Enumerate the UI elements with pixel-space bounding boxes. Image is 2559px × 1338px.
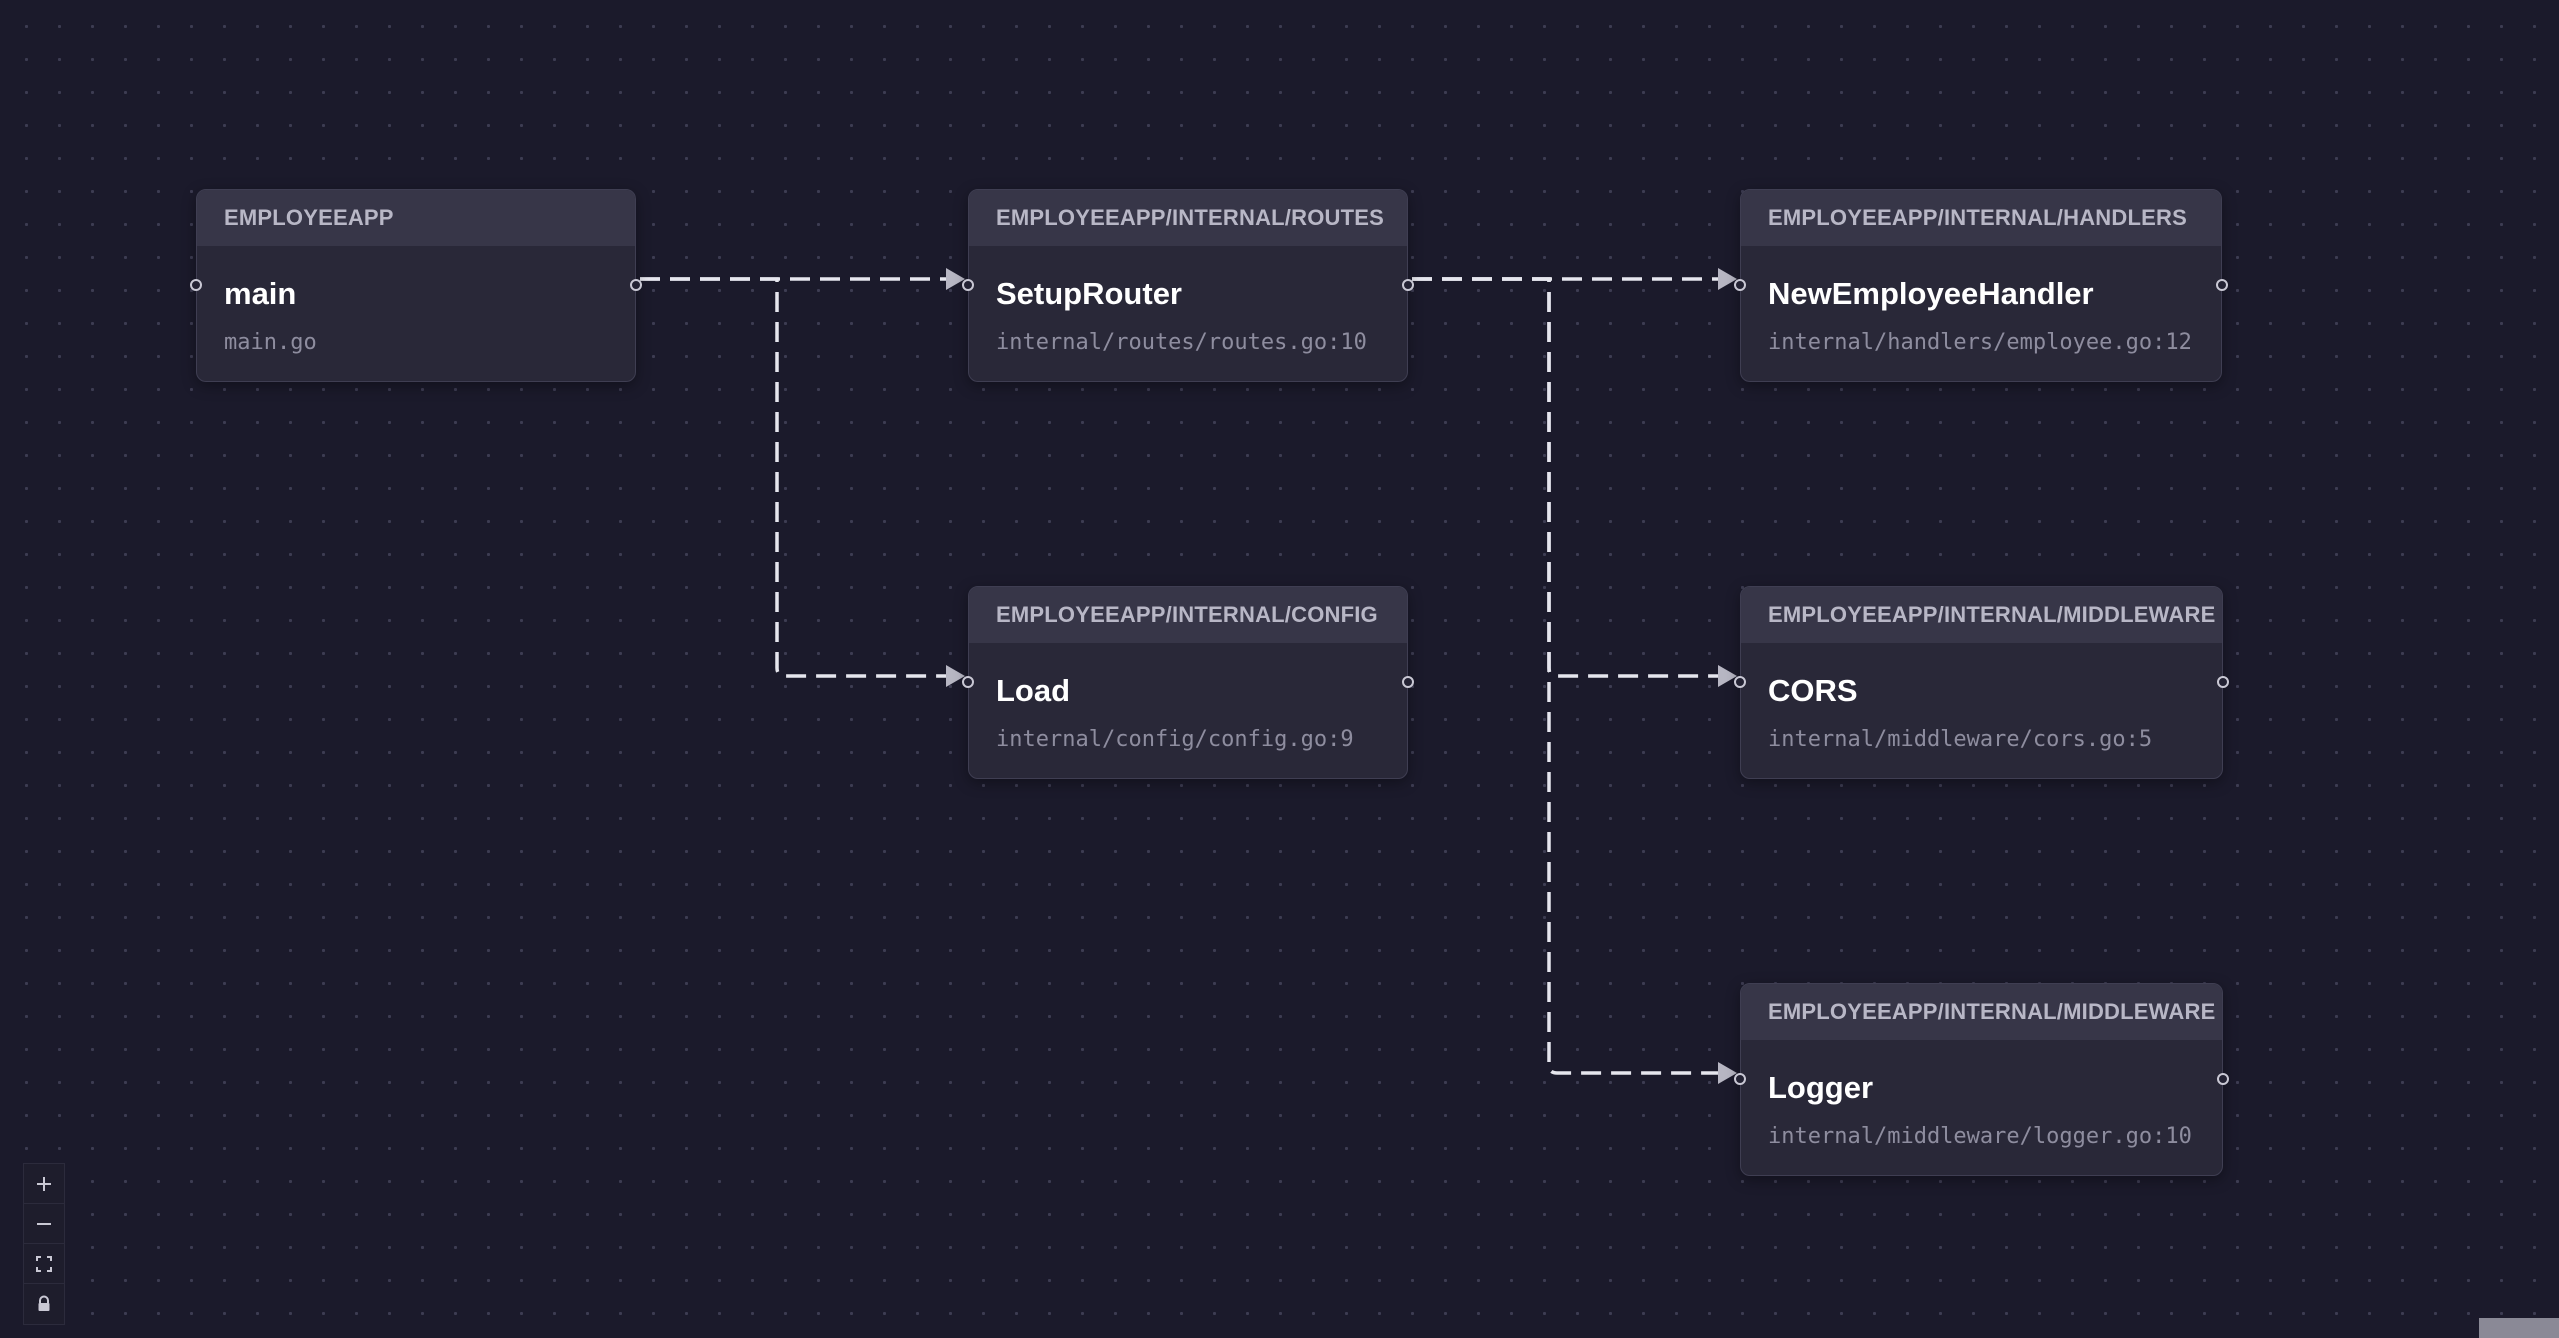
edge-setuprouter-to-cors[interactable] xyxy=(1412,277,1726,678)
node-function-name: NewEmployeeHandler xyxy=(1768,276,2094,311)
target-handle[interactable] xyxy=(1734,1073,1746,1085)
node-function-name: Load xyxy=(996,673,1071,708)
node-load[interactable]: EMPLOYEEAPP/INTERNAL/CONFIG Load interna… xyxy=(968,586,1408,779)
node-package-label: EMPLOYEEAPP xyxy=(197,190,635,246)
source-handle[interactable] xyxy=(2217,676,2229,688)
node-file-path: internal/middleware/logger.go:10 xyxy=(1768,1124,2192,1149)
node-newemployeehandler[interactable]: EMPLOYEEAPP/INTERNAL/HANDLERS NewEmploye… xyxy=(1740,189,2222,382)
node-cors[interactable]: EMPLOYEEAPP/INTERNAL/MIDDLEWARE CORS int… xyxy=(1740,586,2223,779)
node-package-label: EMPLOYEEAPP/INTERNAL/HANDLERS xyxy=(1741,190,2221,246)
source-handle[interactable] xyxy=(2217,1073,2229,1085)
node-logger[interactable]: EMPLOYEEAPP/INTERNAL/MIDDLEWARE Logger i… xyxy=(1740,983,2223,1176)
target-handle[interactable] xyxy=(962,676,974,688)
node-function-name: Logger xyxy=(1768,1070,1874,1105)
attribution-badge xyxy=(2479,1318,2559,1338)
lock-button[interactable] xyxy=(24,1284,64,1324)
fit-view-icon xyxy=(36,1255,52,1272)
node-package-label: EMPLOYEEAPP/INTERNAL/MIDDLEWARE xyxy=(1741,587,2222,643)
edge-main-to-load[interactable] xyxy=(640,277,954,678)
minus-icon xyxy=(37,1222,51,1225)
node-function-name: main xyxy=(224,276,297,311)
target-handle[interactable] xyxy=(962,279,974,291)
source-handle[interactable] xyxy=(630,279,642,291)
node-setuprouter[interactable]: EMPLOYEEAPP/INTERNAL/ROUTES SetupRouter … xyxy=(968,189,1408,382)
node-file-path: internal/config/config.go:9 xyxy=(996,727,1354,752)
source-handle[interactable] xyxy=(1402,279,1414,291)
flow-controls xyxy=(23,1163,65,1325)
node-file-path: internal/handlers/employee.go:12 xyxy=(1768,330,2192,355)
zoom-in-button[interactable] xyxy=(24,1164,64,1204)
fit-view-button[interactable] xyxy=(24,1244,64,1284)
node-package-label: EMPLOYEEAPP/INTERNAL/ROUTES xyxy=(969,190,1407,246)
node-file-path: main.go xyxy=(224,330,317,355)
target-handle[interactable] xyxy=(190,279,202,291)
node-package-label: EMPLOYEEAPP/INTERNAL/CONFIG xyxy=(969,587,1407,643)
node-main[interactable]: EMPLOYEEAPP main main.go xyxy=(196,189,636,382)
plus-icon xyxy=(37,1176,51,1191)
node-file-path: internal/middleware/cors.go:5 xyxy=(1768,727,2153,752)
node-file-path: internal/routes/routes.go:10 xyxy=(996,330,1367,355)
node-package-label: EMPLOYEEAPP/INTERNAL/MIDDLEWARE xyxy=(1741,984,2222,1040)
edge-setuprouter-to-logger[interactable] xyxy=(1412,277,1726,1075)
node-function-name: SetupRouter xyxy=(996,276,1182,311)
lock-icon xyxy=(38,1295,50,1311)
target-handle[interactable] xyxy=(1734,676,1746,688)
zoom-out-button[interactable] xyxy=(24,1204,64,1244)
source-handle[interactable] xyxy=(2216,279,2228,291)
source-handle[interactable] xyxy=(1402,676,1414,688)
node-function-name: CORS xyxy=(1768,673,1858,708)
target-handle[interactable] xyxy=(1734,279,1746,291)
